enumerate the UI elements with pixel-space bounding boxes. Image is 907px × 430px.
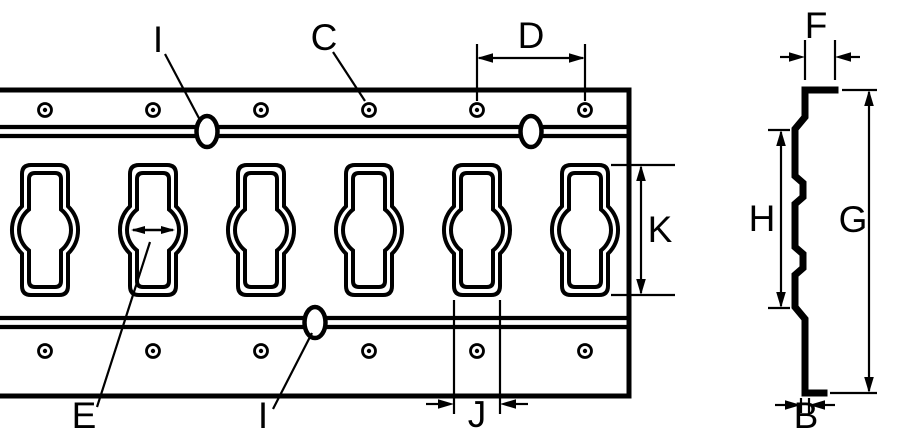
dimension-K: K xyxy=(611,163,675,297)
dimension-J: J xyxy=(426,300,528,430)
holes-top-row xyxy=(37,102,593,118)
dim-label-C: C xyxy=(311,17,338,58)
callout-I-top: I xyxy=(153,19,202,123)
dim-label-E: E xyxy=(72,395,97,430)
dimension-G: G xyxy=(830,88,877,395)
arrowhead-up xyxy=(864,90,874,106)
dim-label-F: F xyxy=(805,5,828,46)
arrowhead-left xyxy=(131,226,145,234)
arrowhead-up xyxy=(636,165,646,181)
leader-line xyxy=(164,53,202,123)
slot xyxy=(549,163,621,297)
arrowhead-right xyxy=(438,399,454,409)
hole xyxy=(361,102,377,118)
dim-label-H: H xyxy=(749,198,776,239)
hole xyxy=(253,343,269,359)
arrowhead-left xyxy=(809,400,825,410)
oval-slot xyxy=(305,307,326,338)
side-view: F G H B xyxy=(749,5,877,430)
arrowhead-right xyxy=(569,53,585,63)
hole xyxy=(145,343,161,359)
front-view: I C D K xyxy=(0,15,675,430)
dim-label-I-top: I xyxy=(153,19,163,60)
leader-line xyxy=(332,51,366,102)
arrowhead-right xyxy=(789,52,805,62)
arrowhead-down xyxy=(636,279,646,295)
etrack-slots xyxy=(9,163,621,297)
dimension-E: E xyxy=(72,226,175,430)
dimension-F: F xyxy=(780,5,860,80)
arrowhead-up xyxy=(776,130,786,146)
dimension-B: B xyxy=(775,395,835,430)
dim-label-I-bottom: I xyxy=(258,395,268,430)
arrowhead-left xyxy=(477,53,493,63)
dimension-H: H xyxy=(749,128,790,310)
hole xyxy=(361,343,377,359)
hole xyxy=(577,102,593,118)
arrowhead-left xyxy=(500,399,516,409)
slot xyxy=(441,163,513,297)
rail-cross-section-profile xyxy=(791,86,839,397)
hole xyxy=(469,102,485,118)
slot xyxy=(225,163,297,297)
oval-slot xyxy=(521,116,542,147)
arrowhead-left xyxy=(835,52,851,62)
leader-line xyxy=(95,241,152,408)
leader-line xyxy=(272,332,313,410)
callout-I-bottom: I xyxy=(258,332,313,430)
hole xyxy=(577,343,593,359)
hole xyxy=(469,343,485,359)
slot xyxy=(333,163,405,297)
dim-label-B: B xyxy=(794,395,819,430)
dimension-D: D xyxy=(475,15,587,101)
holes-bottom-row xyxy=(37,343,593,359)
dim-label-G: G xyxy=(839,199,868,240)
arrowhead-right xyxy=(785,400,801,410)
arrowhead-down xyxy=(776,292,786,308)
callout-C: C xyxy=(311,17,366,102)
dim-label-J: J xyxy=(468,394,487,430)
hole xyxy=(37,343,53,359)
dim-label-D: D xyxy=(518,15,545,56)
hole xyxy=(253,102,269,118)
hole xyxy=(37,102,53,118)
hole xyxy=(145,102,161,118)
slot xyxy=(9,163,81,297)
arrowhead-right xyxy=(161,226,175,234)
arrowhead-down xyxy=(864,377,874,393)
dim-label-K: K xyxy=(648,209,673,250)
